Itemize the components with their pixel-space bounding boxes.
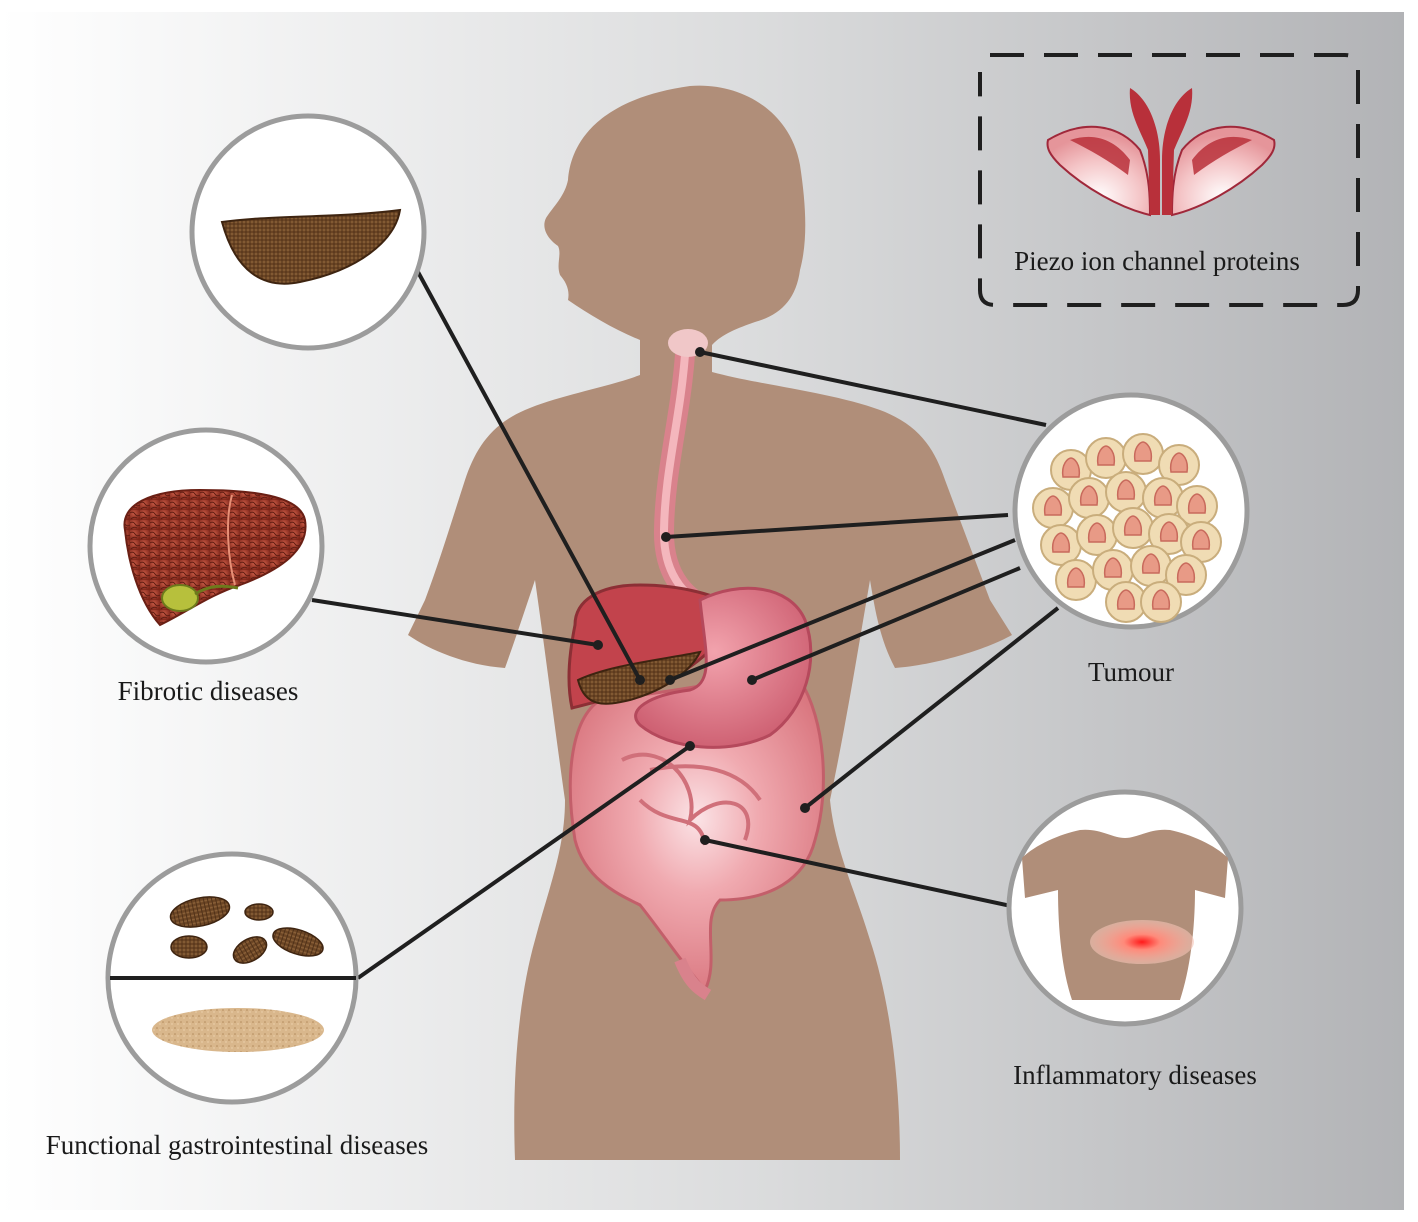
tumour-nucleus bbox=[1116, 589, 1136, 610]
inflammatory-circle bbox=[1006, 789, 1244, 1027]
tumour-nucleus bbox=[1079, 485, 1099, 506]
pancreas-icon bbox=[220, 208, 402, 285]
connector-lines bbox=[311, 271, 1060, 980]
tumour-nucleus bbox=[1096, 445, 1116, 466]
piezo-box bbox=[978, 53, 1360, 307]
tumour-nucleus bbox=[1153, 485, 1173, 506]
connector-tumour-pancreas bbox=[669, 538, 1016, 682]
inflammation-spot-icon bbox=[1090, 920, 1194, 964]
tumour-nucleus bbox=[1133, 441, 1153, 462]
gallbladder bbox=[161, 584, 199, 612]
tumour-label: Tumour bbox=[1087, 657, 1175, 687]
tumour-nucleus bbox=[1141, 553, 1161, 574]
tumour-nucleus bbox=[1043, 495, 1063, 516]
tumour-nucleus bbox=[1123, 515, 1143, 536]
tumour-nucleus bbox=[1159, 521, 1179, 542]
connector-liver bbox=[311, 598, 599, 647]
connector-tumour-colon bbox=[803, 606, 1060, 810]
tumour-circle bbox=[1012, 392, 1250, 630]
tumour-nucleus bbox=[1176, 562, 1196, 583]
tumour-nucleus bbox=[1051, 532, 1071, 553]
loose-stool-icon bbox=[152, 1008, 324, 1052]
connector-tumour-esophagus bbox=[665, 513, 1009, 539]
body-stomach bbox=[634, 586, 813, 749]
tumour-cells-icon bbox=[1032, 433, 1222, 623]
stool-icon bbox=[169, 896, 324, 964]
tumour-nucleus bbox=[1087, 522, 1107, 543]
tumour-nucleus bbox=[1191, 529, 1211, 550]
liver-ligament bbox=[227, 494, 236, 586]
pancreas-circle bbox=[189, 113, 427, 351]
tumour-nucleus bbox=[1116, 479, 1136, 500]
tumour-nucleus bbox=[1103, 557, 1123, 578]
dashed-border bbox=[978, 53, 1360, 307]
tumour-nucleus bbox=[1066, 567, 1086, 588]
rectum bbox=[674, 957, 712, 1001]
connector-tumour-larynx bbox=[699, 350, 1047, 427]
inflammatory-label: Inflammatory diseases bbox=[1013, 1060, 1257, 1090]
piezo-protein-icon bbox=[1046, 88, 1276, 217]
tumour-nucleus bbox=[1061, 457, 1081, 478]
liver-circle bbox=[87, 427, 325, 665]
fibrotic-label: Fibrotic diseases bbox=[117, 676, 299, 706]
functional-label: Functional gastrointestinal diseases bbox=[45, 1130, 429, 1160]
connector-tumour-stomach bbox=[751, 566, 1021, 682]
connector-endpoints bbox=[593, 347, 810, 845]
connector-functional bbox=[356, 744, 692, 980]
tumour-nucleus bbox=[1169, 452, 1189, 473]
connector-inflammatory bbox=[704, 838, 1021, 910]
tumour-nucleus bbox=[1187, 493, 1207, 514]
connector-pancreas bbox=[416, 271, 642, 681]
tumour-nucleus bbox=[1151, 589, 1171, 610]
bile-duct bbox=[194, 584, 239, 596]
piezo-label: Piezo ion channel proteins bbox=[1014, 246, 1300, 276]
functional-circle bbox=[105, 851, 359, 1105]
